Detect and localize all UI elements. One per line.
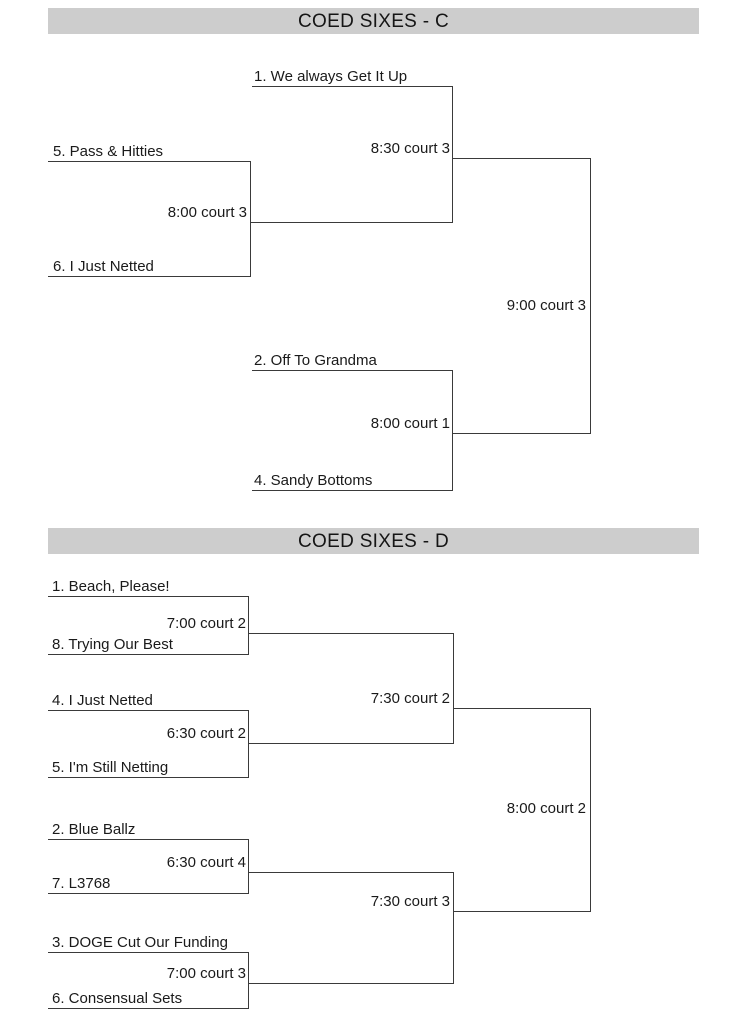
d-game18-time: 7:00 court 2 [166,615,246,632]
d-team-seed1: 1. Beach, Please! [52,578,170,595]
d-final-join-line [590,708,592,912]
c-seed1-underline [252,86,453,88]
d-game45-out-line [248,743,454,745]
d-team-seed7: 7. L3768 [52,875,111,892]
d-game27-out-line [248,872,454,874]
d-final-time: 8:00 court 2 [506,800,586,817]
c-game56-out-line [250,222,453,224]
bracket-d-title: COED SIXES - D [298,531,449,552]
c-sf-time: 8:30 court 3 [370,140,450,157]
d-seed3-underline [48,952,249,954]
c-game56-time: 8:00 court 3 [167,204,247,221]
d-seed7-underline [48,893,249,895]
d-team-seed5: 5. I'm Still Netting [52,759,169,776]
c-team-seed5: 5. Pass & Hitties [53,143,164,160]
c-seed6-underline [48,276,251,278]
d-game27-join-line [248,839,250,893]
c-team-seed6: 6. I Just Netted [53,258,154,275]
c-team-seed4: 4. Sandy Bottoms [254,472,373,489]
c-final-time: 9:00 court 3 [506,297,586,314]
d-team-seed8: 8. Trying Our Best [52,636,173,653]
d-game36-join-line [248,952,250,1008]
bracket-d-header: COED SIXES - D [48,528,699,554]
d-sf1-join-line [453,633,455,743]
d-seed2-underline [48,839,249,841]
c-game24-time: 8:00 court 1 [370,415,450,432]
d-seed6-underline [48,1008,249,1010]
d-sf2-join-line [453,872,455,983]
c-team-seed1: 1. We always Get It Up [254,68,408,85]
d-sf1-out-line [453,708,591,710]
d-sf2-out-line [453,911,591,913]
d-seed8-underline [48,654,249,656]
d-game36-out-line [248,983,454,985]
d-team-seed4: 4. I Just Netted [52,692,153,709]
d-seed1-underline [48,596,249,598]
c-seed5-underline [48,161,251,163]
d-game36-time: 7:00 court 3 [166,965,246,982]
d-team-seed6: 6. Consensual Sets [52,990,183,1007]
c-sf-join-line [452,86,454,222]
c-game24-out-line [452,433,591,435]
d-seed4-underline [48,710,249,712]
c-seed4-underline [252,490,453,492]
c-game24-join-line [452,370,454,490]
d-game18-join-line [248,596,250,654]
d-sf1-time: 7:30 court 2 [370,690,450,707]
c-final-join-line [590,158,592,434]
c-seed2-underline [252,370,453,372]
bracket-c-header: COED SIXES - C [48,8,699,34]
d-team-seed2: 2. Blue Ballz [52,821,136,838]
d-sf2-time: 7:30 court 3 [370,893,450,910]
bracket-c-title: COED SIXES - C [298,11,449,32]
d-team-seed3: 3. DOGE Cut Our Funding [52,934,228,951]
d-game27-time: 6:30 court 4 [166,854,246,871]
c-game56-join-line [250,161,252,276]
c-team-seed2: 2. Off To Grandma [254,352,377,369]
d-game18-out-line [248,633,454,635]
d-game45-time: 6:30 court 2 [166,725,246,742]
d-seed5-underline [48,777,249,779]
c-sf-out-line [452,158,591,160]
